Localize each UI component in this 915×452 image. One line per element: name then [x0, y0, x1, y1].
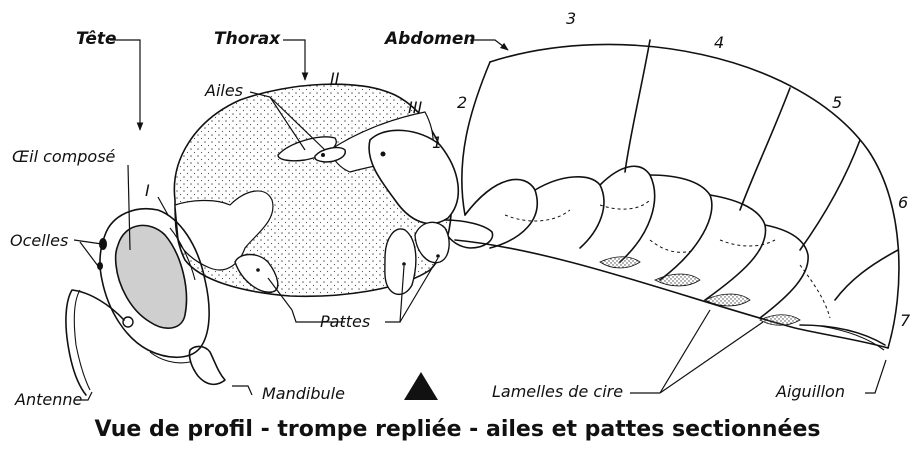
label-ocelles: Ocelles	[10, 231, 68, 250]
label-antenne: Antenne	[14, 390, 82, 409]
figure-caption: Vue de profil - trompe repliée - ailes e…	[0, 417, 915, 442]
segment-abd-2: 2	[457, 93, 467, 112]
segment-abd-3: 3	[566, 9, 576, 28]
segment-abd-4: 4	[714, 33, 724, 52]
segment-abd-1: 1	[432, 133, 442, 152]
segment-abd-5: 5	[832, 93, 842, 112]
label-ailes: Ailes	[204, 81, 243, 100]
label-oeil: Œil composé	[12, 147, 116, 166]
label-thorax: Thorax	[214, 29, 281, 49]
label-aiguillon: Aiguillon	[775, 382, 845, 401]
segment-thorax-2: II	[330, 69, 340, 88]
label-tete: Tête	[76, 29, 117, 49]
segment-abd-6: 6	[898, 193, 908, 212]
label-abdomen: Abdomen	[383, 29, 476, 49]
thorax	[174, 84, 492, 296]
label-lamelles: Lamelles de cire	[492, 382, 623, 401]
segment-thorax-3: III	[408, 98, 422, 117]
abdomen	[455, 40, 899, 350]
triangle-icon	[404, 372, 438, 400]
label-mandibule: Mandibule	[262, 384, 345, 403]
label-pattes: Pattes	[320, 312, 370, 331]
segment-abd-7: 7	[900, 311, 911, 330]
segment-head-number: I	[145, 181, 150, 200]
